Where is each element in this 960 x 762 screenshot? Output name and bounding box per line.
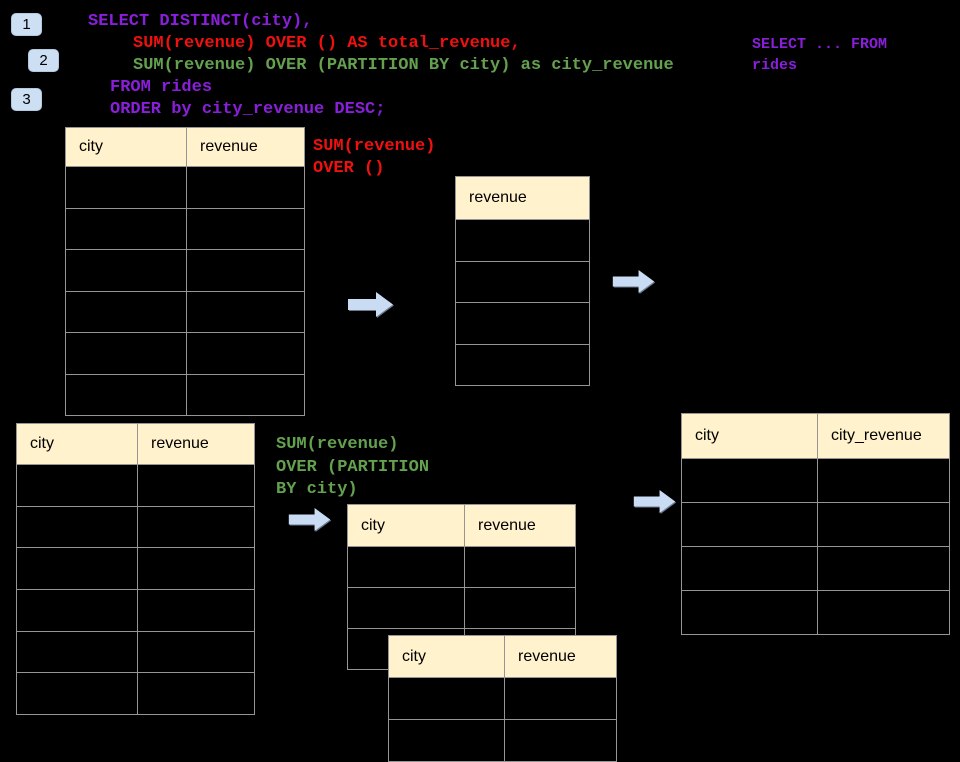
column-header-city: city (17, 424, 137, 464)
arrow-right-icon (288, 508, 331, 531)
table-row (66, 290, 304, 332)
step-badge-1: 1 (11, 13, 42, 36)
table-row (66, 207, 304, 249)
table-source-top: city revenue (65, 127, 305, 416)
column-header-city: city (682, 414, 817, 458)
table-row (456, 302, 589, 344)
table-row (682, 546, 949, 590)
label-partition-line3: BY city) (276, 480, 358, 499)
column-header-revenue: revenue (464, 505, 575, 546)
table-row (66, 249, 304, 291)
table-row (348, 546, 575, 587)
column-header-city: city (389, 636, 504, 677)
column-header-revenue: revenue (186, 128, 304, 166)
table-row (66, 166, 304, 208)
table-row (17, 547, 254, 590)
table-row (389, 719, 616, 761)
table-row (456, 260, 589, 302)
step-badge-3: 3 (11, 88, 42, 111)
table-result: city city_revenue (681, 413, 950, 635)
table-row (456, 219, 589, 261)
table-row (17, 589, 254, 631)
label-partition-line1: SUM(revenue) (276, 435, 399, 454)
arrow-right-icon (348, 292, 393, 317)
sql-line-order: ORDER by city_revenue DESC; (110, 100, 386, 119)
table-source-bottom: city revenue (16, 423, 255, 716)
side-note-line1: SELECT ... FROM (752, 36, 888, 53)
table-row (456, 343, 589, 385)
column-header-revenue: revenue (456, 177, 589, 219)
step-badge-2: 2 (28, 49, 59, 72)
column-header-city: city (66, 128, 186, 166)
table-row (682, 458, 949, 502)
arrow-right-icon (633, 490, 676, 513)
column-header-revenue: revenue (504, 636, 616, 677)
column-header-city: city (348, 505, 464, 546)
sql-line-from: FROM rides (110, 78, 213, 97)
table-row (17, 464, 254, 506)
table-row (17, 505, 254, 548)
arrow-right-icon (612, 270, 655, 293)
table-row (348, 587, 575, 628)
column-header-revenue: revenue (137, 424, 254, 464)
table-row (682, 502, 949, 546)
table-row (66, 332, 304, 374)
label-total-line2: OVER () (313, 159, 385, 178)
side-note-line2: rides (752, 57, 798, 74)
column-header-city-revenue: city_revenue (817, 414, 949, 458)
label-total-line1: SUM(revenue) (313, 137, 436, 156)
table-row (17, 630, 254, 673)
table-total-revenue: revenue (455, 176, 590, 386)
label-partition-line2: OVER (PARTITION (276, 458, 430, 477)
table-row (17, 672, 254, 715)
table-row (682, 590, 949, 634)
slide-canvas: { "colors": { "background": "#000000", "… (11, 12, 950, 762)
sql-line-select: SELECT DISTINCT(city), (88, 12, 313, 31)
table-row (66, 373, 304, 415)
table-partition-overlap: city revenue (388, 635, 617, 762)
sql-line-partition: SUM(revenue) OVER (PARTITION BY city) as… (133, 56, 674, 75)
table-row (389, 677, 616, 719)
sql-line-total: SUM(revenue) OVER () AS total_revenue, (133, 34, 521, 53)
